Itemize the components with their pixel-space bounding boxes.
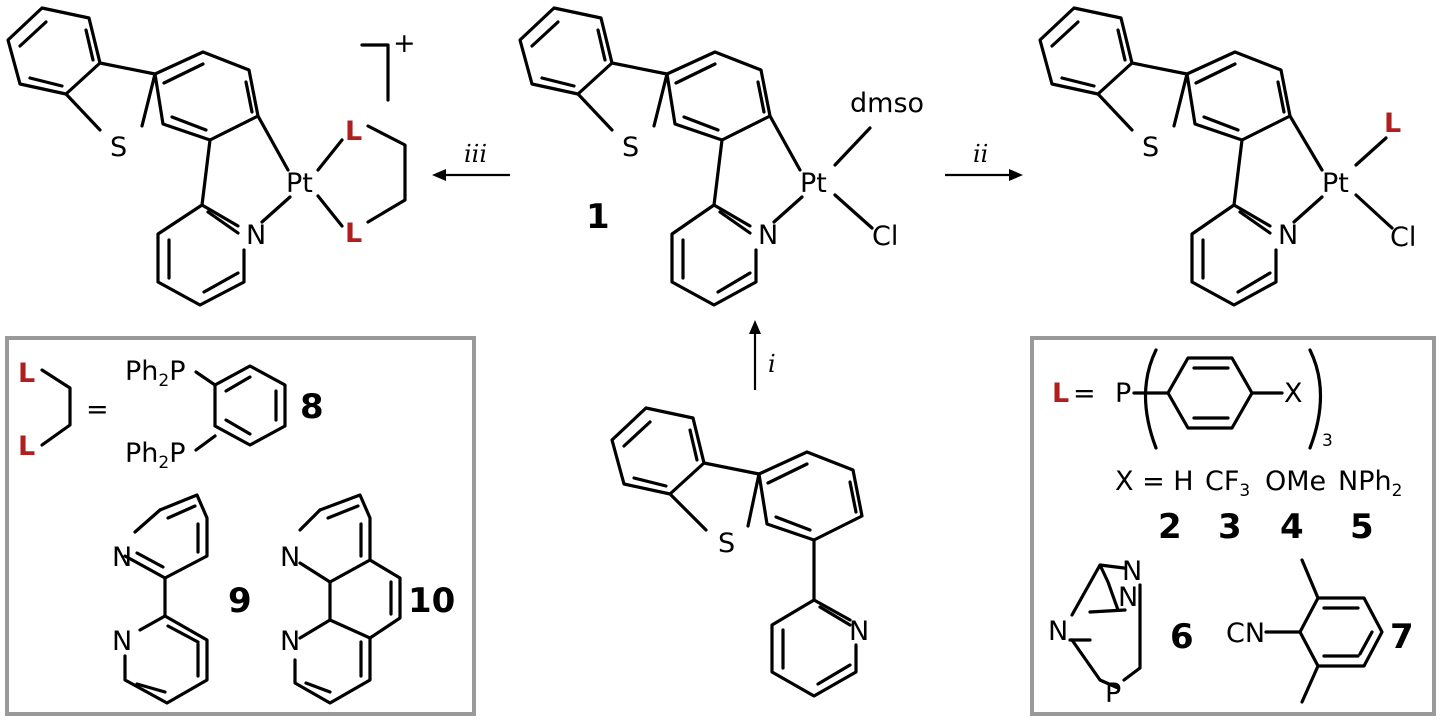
nitrogen-atom: N [1118,582,1138,613]
compound-number-9: 9 [228,581,252,621]
sulfur-atom: S [110,132,127,163]
arrow-iii: iii [432,140,510,181]
phosphorus-atom: P [1115,378,1131,409]
ph2p-bottom: Ph2P [125,438,186,473]
equals-sign: = [1073,378,1096,409]
subscript-three: 3 [1322,431,1333,451]
complex-1: S N Pt dmso Cl 1 [518,6,924,307]
ligand-l-top: L [18,358,35,389]
complex-ii-product: S N Pt L Cl [1038,6,1416,307]
phosphorus-atom: P [1105,678,1121,709]
ph2p-top: Ph2P [125,356,186,391]
reagent-label-iii: iii [464,140,487,168]
dmso-ligand: dmso [850,88,924,119]
nitrogen-atom: N [849,616,869,647]
compound-number-7: 7 [1390,617,1414,657]
free-ligand: S N [610,406,869,698]
ligand-l: L [1052,378,1069,409]
nitrogen-atom: N [1278,220,1298,251]
reagent-label-ii: ii [973,140,988,168]
ligand-l-bottom: L [18,431,35,462]
platinum-atom: Pt [800,168,827,199]
substituent-x: X [1284,378,1303,409]
nitrogen-atom: N [280,626,300,657]
left-ligand-box: L L = Ph2P Ph2P 8 N N 9 N N 10 [5,336,476,716]
label-cf3: CF3 [1205,466,1250,501]
nitrogen-atom: N [1048,616,1068,647]
ligand-l: L [1384,108,1401,139]
reagent-label-i: i [768,350,776,378]
nitrogen-atom: N [112,542,132,573]
nitrogen-atom: N [112,626,132,657]
positive-charge: + [393,28,416,59]
ligand-l-top: L [345,116,362,147]
equals-sign: = [86,394,109,425]
compound-number-2: 2 [1158,507,1182,547]
platinum-atom: Pt [1322,168,1349,199]
chloride-ligand: Cl [1390,222,1416,253]
label-ome: OMe [1265,466,1326,497]
compound-number-8: 8 [300,387,324,427]
chloride-ligand: Cl [872,221,898,252]
arrow-i: i [749,320,776,390]
right-ligand-box: L = P X 3 X = H CF3 OMe NPh2 2 3 4 5 N N… [1030,336,1436,716]
isocyanide-cn: CN [1226,618,1265,649]
label-nph2: NPh2 [1338,466,1402,501]
arrow-ii: ii [945,140,1023,181]
sulfur-atom: S [1142,132,1159,163]
label-x-equals-h: X = H [1115,466,1194,497]
sulfur-atom: S [718,528,735,559]
nitrogen-atom: N [280,542,300,573]
sulfur-atom: S [622,132,639,163]
platinum-atom: Pt [286,168,313,199]
compound-number-6: 6 [1170,617,1194,657]
complex-iii-product: S N Pt L L + [6,6,416,307]
compound-number-4: 4 [1280,507,1304,547]
nitrogen-atom: N [1122,556,1142,587]
compound-number-1: 1 [586,197,610,237]
compound-number-10: 10 [408,581,455,621]
nitrogen-atom: N [246,220,266,251]
nitrogen-atom: N [758,220,778,251]
compound-number-3: 3 [1218,507,1242,547]
ligand-l-bottom: L [345,218,362,249]
compound-number-5: 5 [1350,507,1374,547]
